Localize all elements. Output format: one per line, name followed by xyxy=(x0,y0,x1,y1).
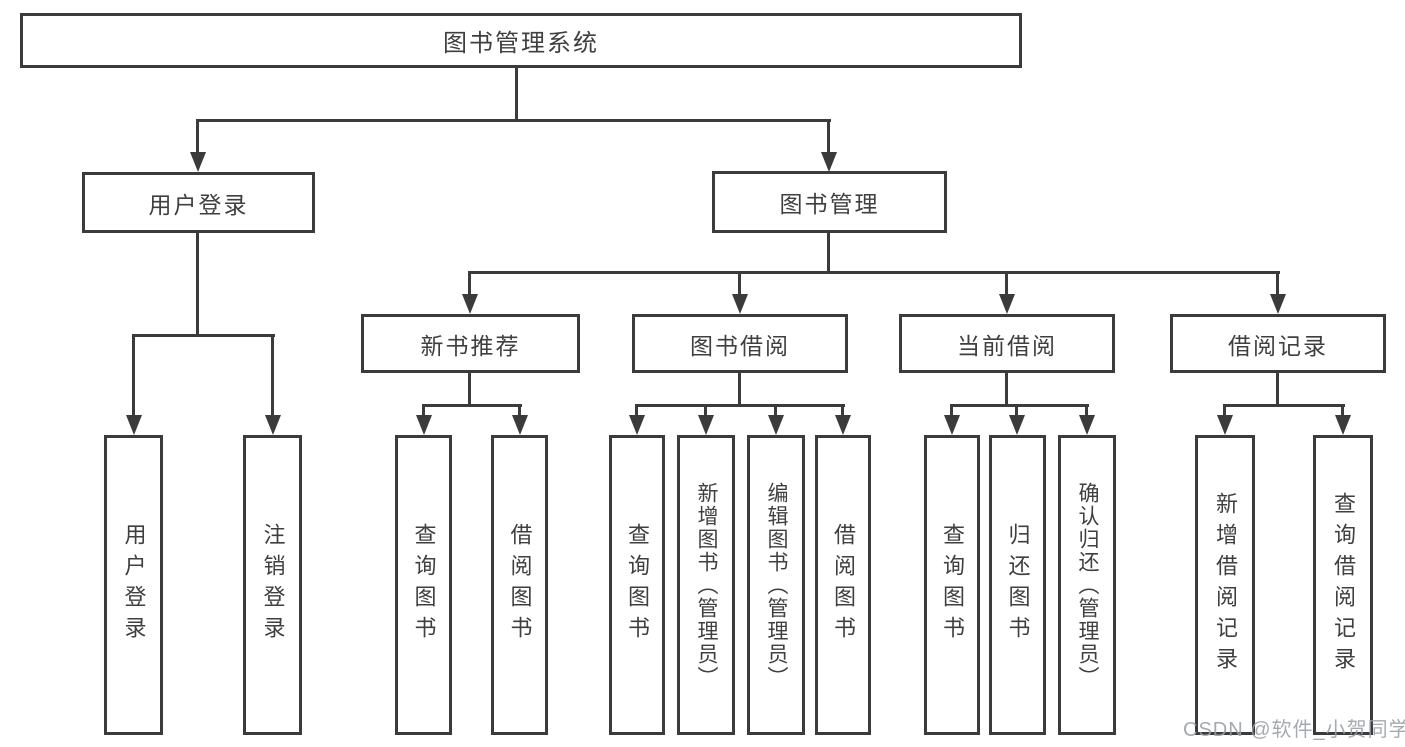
connector-line xyxy=(271,334,274,417)
node-book-management: 图书管理 xyxy=(712,171,947,233)
node-label: 用户登录 xyxy=(121,523,147,647)
arrow-down-icon xyxy=(698,415,714,435)
node-borrowing-records: 借阅记录 xyxy=(1170,314,1386,373)
arrow-down-icon xyxy=(629,415,645,435)
connector-line xyxy=(1223,404,1345,407)
connector-line xyxy=(197,119,831,122)
leaf-query-books-recommend: 查询图书 xyxy=(395,435,452,735)
connector-line xyxy=(738,373,741,406)
connector-line xyxy=(518,404,521,417)
leaf-query-books-borrowing: 查询图书 xyxy=(609,435,665,735)
connector-line xyxy=(1341,404,1344,417)
connector-line xyxy=(468,271,471,296)
connector-line xyxy=(950,404,1089,407)
leaf-confirm-return-admin: 确认归还（管理员） xyxy=(1058,435,1116,735)
connector-line xyxy=(196,233,199,337)
node-label: 新增图书（管理员） xyxy=(695,481,718,689)
arrow-down-icon xyxy=(999,294,1015,314)
connector-line xyxy=(422,404,522,407)
node-label: 新书推荐 xyxy=(420,332,521,359)
connector-line xyxy=(515,68,518,122)
arrow-down-icon xyxy=(768,415,784,435)
leaf-user-login: 用户登录 xyxy=(104,435,163,735)
connector-line xyxy=(132,334,135,417)
arrow-down-icon xyxy=(190,152,206,172)
leaf-borrow-books-borrowing: 借阅图书 xyxy=(815,435,871,735)
node-label: 图书管理 xyxy=(779,191,880,217)
connector-line xyxy=(635,404,845,407)
node-label: 查询图书 xyxy=(411,523,437,647)
connector-line xyxy=(1085,404,1088,417)
connector-line xyxy=(827,119,830,155)
leaf-logout-login: 注销登录 xyxy=(243,435,302,735)
connector-line xyxy=(1015,404,1018,417)
connector-line xyxy=(468,271,1280,274)
arrow-down-icon xyxy=(265,415,281,435)
connector-line xyxy=(774,404,777,417)
leaf-query-borrow-record: 查询借阅记录 xyxy=(1313,435,1373,735)
node-label: 注销登录 xyxy=(260,523,286,647)
node-user-login: 用户登录 xyxy=(82,172,315,233)
connector-line xyxy=(132,334,275,337)
arrow-down-icon xyxy=(944,415,960,435)
arrow-down-icon xyxy=(416,415,432,435)
node-label: 借阅图书 xyxy=(507,523,533,647)
arrow-down-icon xyxy=(462,294,478,314)
arrow-down-icon xyxy=(1335,415,1351,435)
arrow-down-icon xyxy=(732,294,748,314)
connector-line xyxy=(1276,373,1279,406)
connector-line xyxy=(1005,373,1008,406)
node-label: 新增借阅记录 xyxy=(1213,492,1238,678)
connector-line xyxy=(827,233,830,274)
arrow-down-icon xyxy=(1270,294,1286,314)
node-new-book-recommend: 新书推荐 xyxy=(361,314,580,373)
node-label: 编辑图书（管理员） xyxy=(765,481,788,689)
connector-line xyxy=(422,404,425,417)
arrow-down-icon xyxy=(126,415,142,435)
connector-line xyxy=(1223,404,1226,417)
node-label: 借阅图书 xyxy=(831,523,856,647)
arrow-down-icon xyxy=(1217,415,1233,435)
arrow-down-icon xyxy=(835,415,851,435)
leaf-edit-book-admin: 编辑图书（管理员） xyxy=(747,435,805,735)
connector-line xyxy=(738,271,741,296)
connector-line xyxy=(841,404,844,417)
node-label: 归还图书 xyxy=(1005,523,1031,647)
connector-line xyxy=(950,404,953,417)
leaf-query-books-current: 查询图书 xyxy=(924,435,980,735)
node-label: 图书管理系统 xyxy=(443,30,599,57)
node-label: 当前借阅 xyxy=(957,332,1057,359)
leaf-return-books: 归还图书 xyxy=(989,435,1046,735)
connector-line xyxy=(196,119,199,155)
node-label: 查询图书 xyxy=(940,523,965,647)
connector-line xyxy=(635,404,638,417)
connector-line xyxy=(1005,271,1008,296)
connector-line xyxy=(468,373,471,406)
arrow-down-icon xyxy=(821,152,837,172)
leaf-borrow-books-recommend: 借阅图书 xyxy=(491,435,548,735)
node-label: 借阅记录 xyxy=(1228,332,1328,359)
node-label: 图书借阅 xyxy=(690,332,790,359)
node-label: 查询借阅记录 xyxy=(1331,492,1356,678)
connector-line xyxy=(704,404,707,417)
leaf-add-borrow-record: 新增借阅记录 xyxy=(1195,435,1255,735)
csdn-watermark: CSDN @软件_小贺同学 xyxy=(1183,719,1405,741)
arrow-down-icon xyxy=(512,415,528,435)
arrow-down-icon xyxy=(1079,415,1095,435)
node-book-borrowing: 图书借阅 xyxy=(632,314,848,373)
node-label: 查询图书 xyxy=(625,523,650,647)
node-label: 确认归还（管理员） xyxy=(1076,481,1099,689)
node-current-borrowing: 当前借阅 xyxy=(899,314,1115,373)
arrow-down-icon xyxy=(1009,415,1025,435)
node-label: 用户登录 xyxy=(148,191,249,218)
node-library-system: 图书管理系统 xyxy=(20,13,1022,68)
connector-line xyxy=(1276,271,1279,296)
leaf-add-book-admin: 新增图书（管理员） xyxy=(677,435,735,735)
